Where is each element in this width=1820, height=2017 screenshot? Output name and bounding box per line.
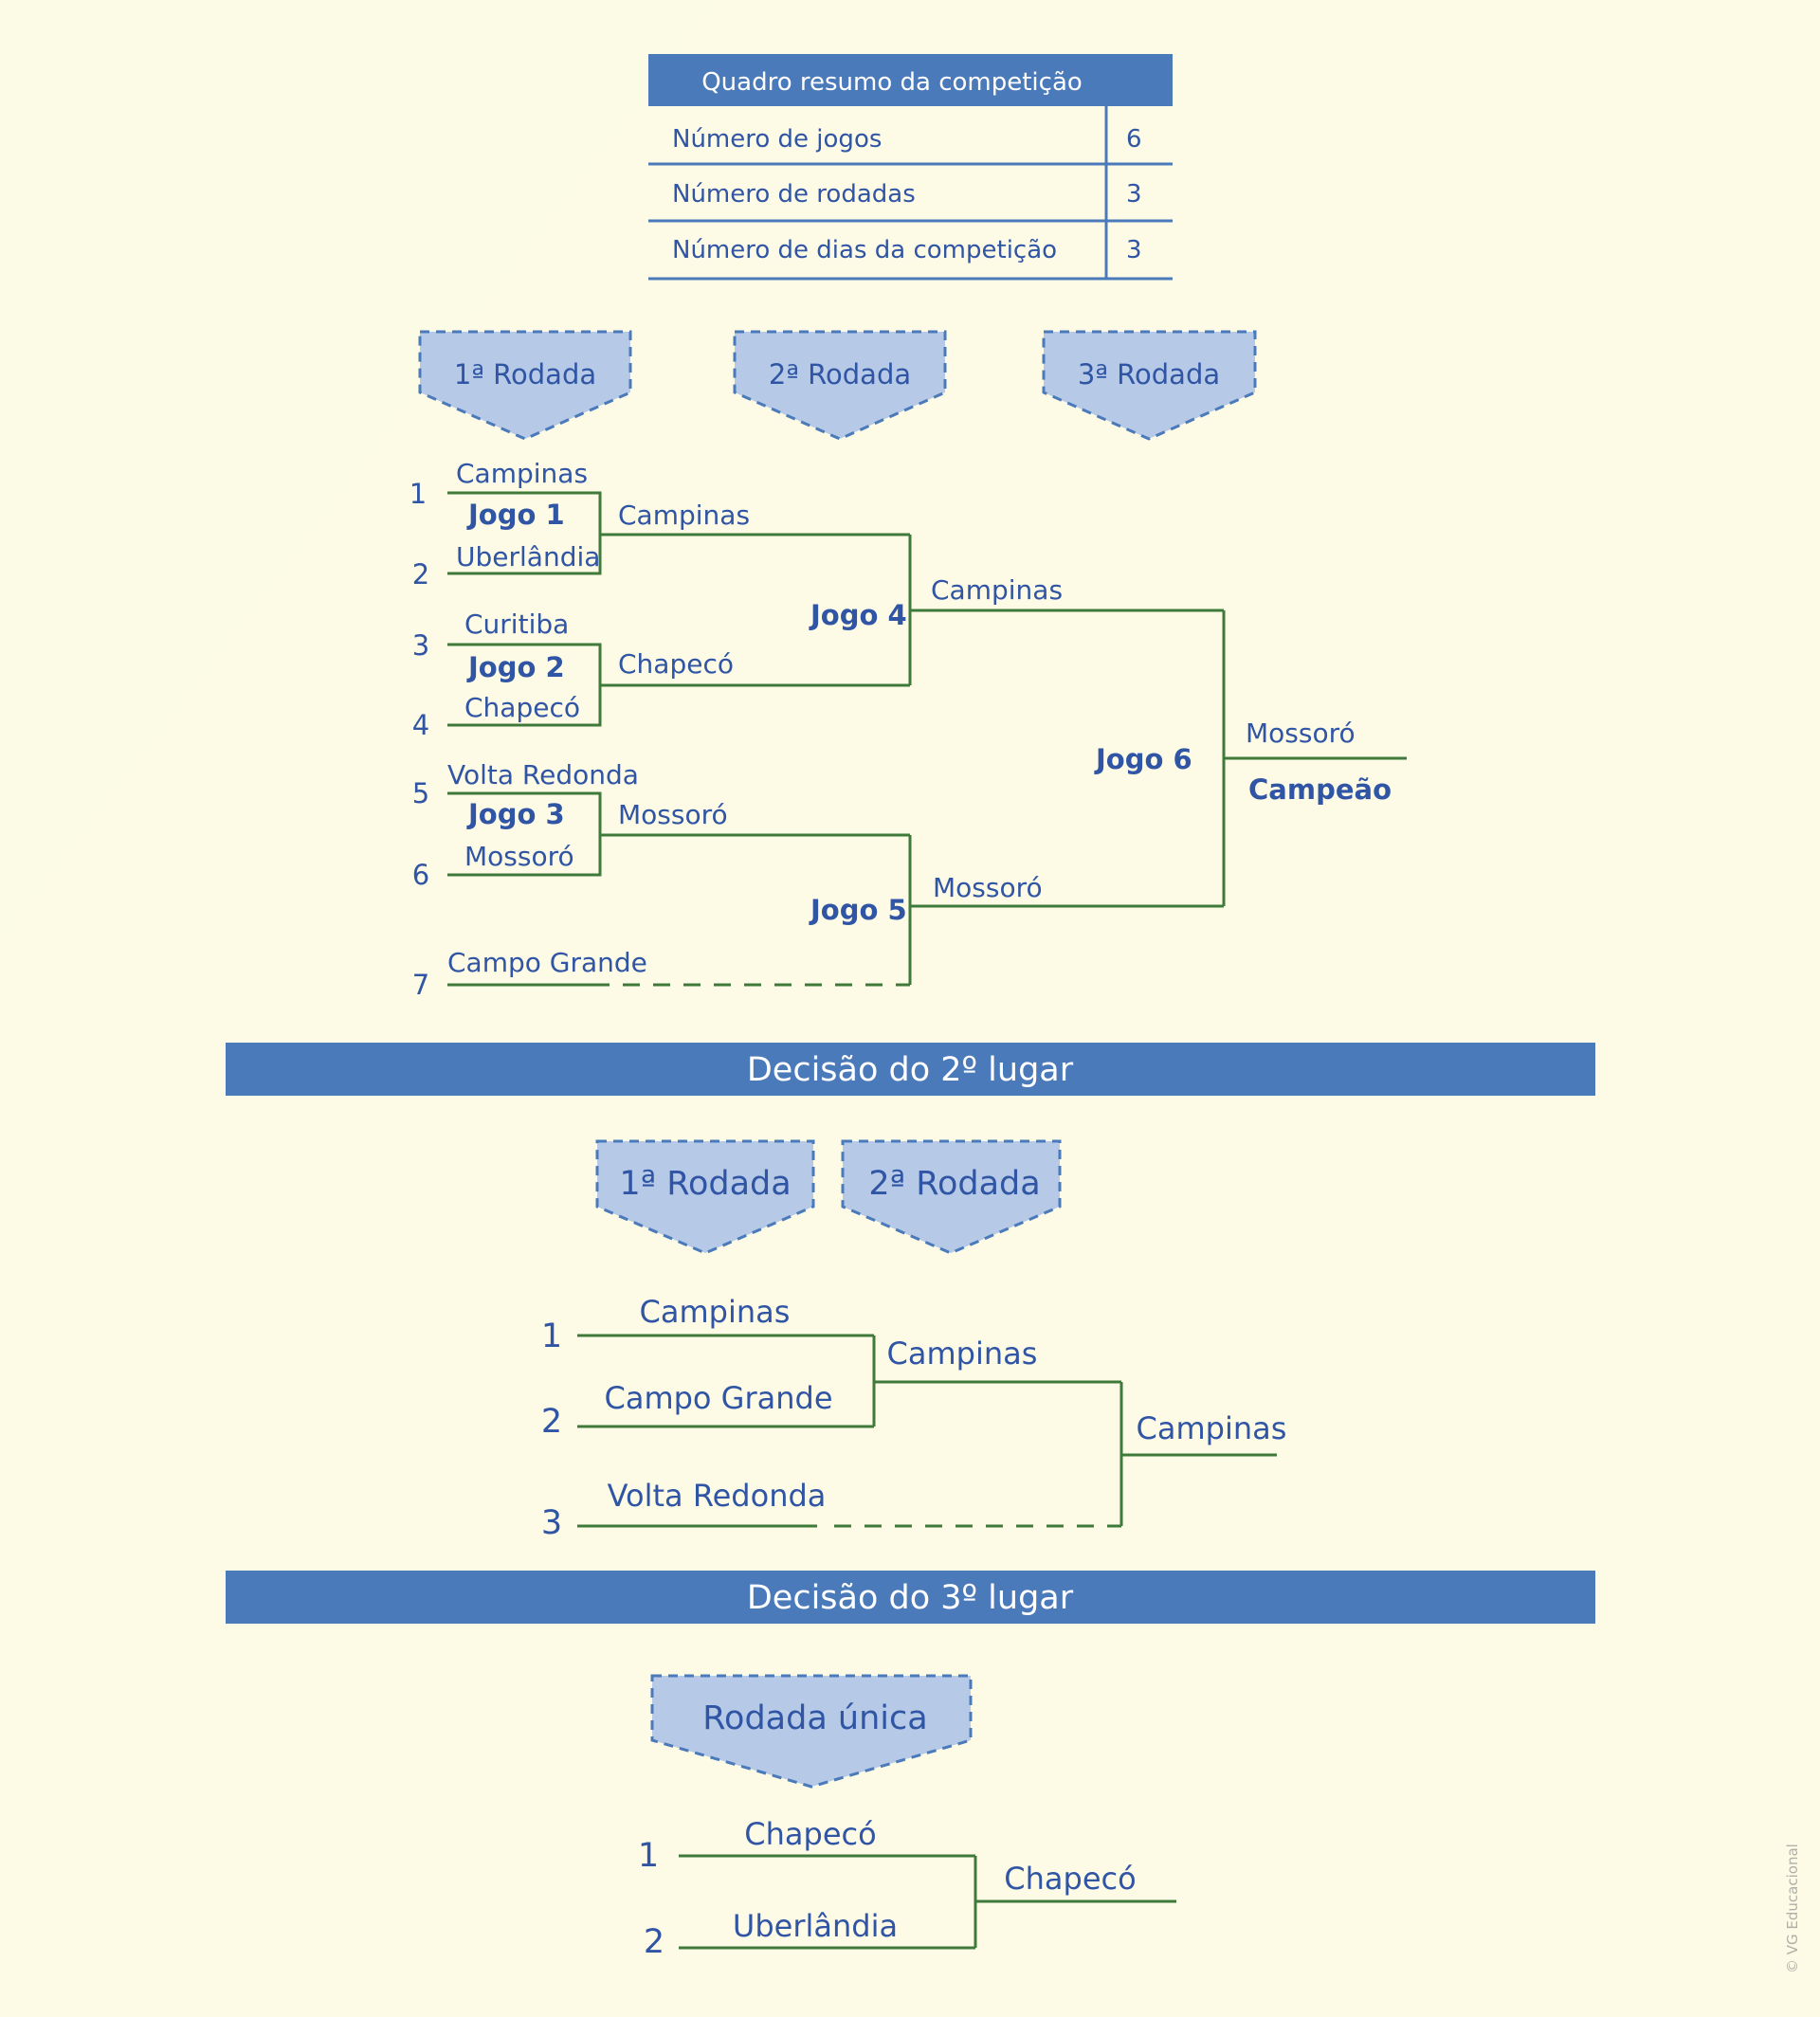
team-name: Chapecó	[744, 1816, 876, 1852]
main-teams: Campinas Uberlândia Curitiba Chapecó Vol…	[447, 458, 647, 978]
round-label: 2ª Rodada	[868, 1165, 1040, 1203]
summary-row-label: Número de jogos	[672, 125, 882, 154]
main-bracket-lines	[447, 491, 1407, 987]
round-pentagon	[595, 1139, 815, 1255]
winner-name: Chapecó	[618, 648, 734, 680]
winner-name: Campinas	[887, 1336, 1038, 1372]
game-label: Jogo 2	[466, 651, 565, 683]
summary-table-header	[648, 54, 1173, 106]
champion-label: Campeão	[1248, 773, 1392, 806]
seed-number: 5	[412, 777, 429, 809]
team-name: Campo Grande	[447, 947, 647, 978]
section-banner	[226, 1571, 1595, 1624]
winner-name: Mossoró	[1246, 718, 1356, 749]
winner-name: Chapecó	[1004, 1861, 1136, 1897]
summary-row-label: Número de rodadas	[672, 180, 916, 209]
seed-number: 2	[412, 558, 429, 591]
third-place-section: Decisão do 3º lugar Rodada única 1 2 Cha…	[226, 1571, 1595, 1961]
game-label: Jogo 3	[466, 798, 565, 830]
round-label: 1ª Rodada	[454, 358, 596, 391]
round-label: 1ª Rodada	[619, 1165, 791, 1203]
main-round-headers: 1ª Rodada 2ª Rodada 3ª Rodada	[418, 330, 1257, 441]
team-name: Campo Grande	[604, 1380, 832, 1416]
main-seeds: 1 2 3 4 5 6 7	[410, 478, 429, 1001]
section-banner	[226, 1043, 1595, 1096]
round-pentagon	[418, 330, 632, 441]
section-title: Decisão do 3º lugar	[747, 1579, 1074, 1617]
round-label: 2ª Rodada	[769, 358, 911, 391]
seed-number: 2	[644, 1923, 664, 1961]
seed-number: 1	[541, 1317, 562, 1355]
game-label: Jogo 5	[809, 894, 907, 926]
winner-name: Campinas	[618, 500, 750, 531]
summary-row-value: 6	[1126, 125, 1142, 154]
team-name: Volta Redonda	[447, 759, 639, 790]
seed-number: 6	[412, 859, 429, 891]
team-name: Campinas	[640, 1294, 791, 1330]
seed-number: 4	[412, 709, 429, 741]
winner-name: Mossoró	[618, 799, 728, 830]
team-name: Chapecó	[464, 692, 580, 723]
team-name: Volta Redonda	[608, 1478, 827, 1514]
summary-table: Quadro resumo da competição Número de jo…	[648, 54, 1173, 281]
seed-number: 7	[412, 969, 429, 1001]
copyright-credit: © VG Educacional	[1784, 1844, 1801, 1973]
second-place-section: Decisão do 2º lugar 1ª Rodada 2ª Rodada …	[226, 1043, 1595, 1542]
summary-row-label: Número de dias da competição	[672, 236, 1057, 264]
summary-table-title: Quadro resumo da competição	[701, 68, 1083, 97]
round-label: Rodada única	[702, 1699, 927, 1737]
seed-number: 2	[541, 1403, 562, 1441]
summary-row-value: 3	[1126, 236, 1142, 264]
team-name: Mossoró	[464, 841, 574, 872]
seed-number: 3	[412, 629, 429, 662]
winner-name: Campinas	[931, 574, 1063, 606]
seed-number: 3	[541, 1504, 562, 1542]
round-pentagon	[1042, 330, 1257, 441]
summary-row-value: 3	[1126, 180, 1142, 209]
game-label: Jogo 1	[466, 499, 565, 531]
main-game-labels: Jogo 1 Jogo 2 Jogo 3 Jogo 4 Jogo 5 Jogo …	[466, 499, 1192, 926]
game-label: Jogo 4	[809, 599, 907, 631]
round-label: 3ª Rodada	[1078, 358, 1220, 391]
round-pentagon	[650, 1674, 973, 1789]
team-name: Campinas	[456, 458, 588, 489]
round-pentagon	[841, 1139, 1062, 1255]
team-name: Uberlândia	[733, 1908, 898, 1944]
seed-number: 1	[410, 478, 427, 510]
seed-number: 1	[638, 1837, 659, 1875]
section-title: Decisão do 2º lugar	[747, 1051, 1074, 1089]
round-pentagon	[733, 330, 947, 441]
winner-name: Mossoró	[933, 872, 1043, 903]
team-name: Curitiba	[464, 609, 569, 640]
game-label: Jogo 6	[1094, 743, 1192, 775]
team-name: Uberlândia	[456, 541, 600, 572]
main-winners: Campinas Chapecó Mossoró Campinas Mossor…	[618, 500, 1392, 903]
winner-name: Campinas	[1137, 1410, 1287, 1446]
